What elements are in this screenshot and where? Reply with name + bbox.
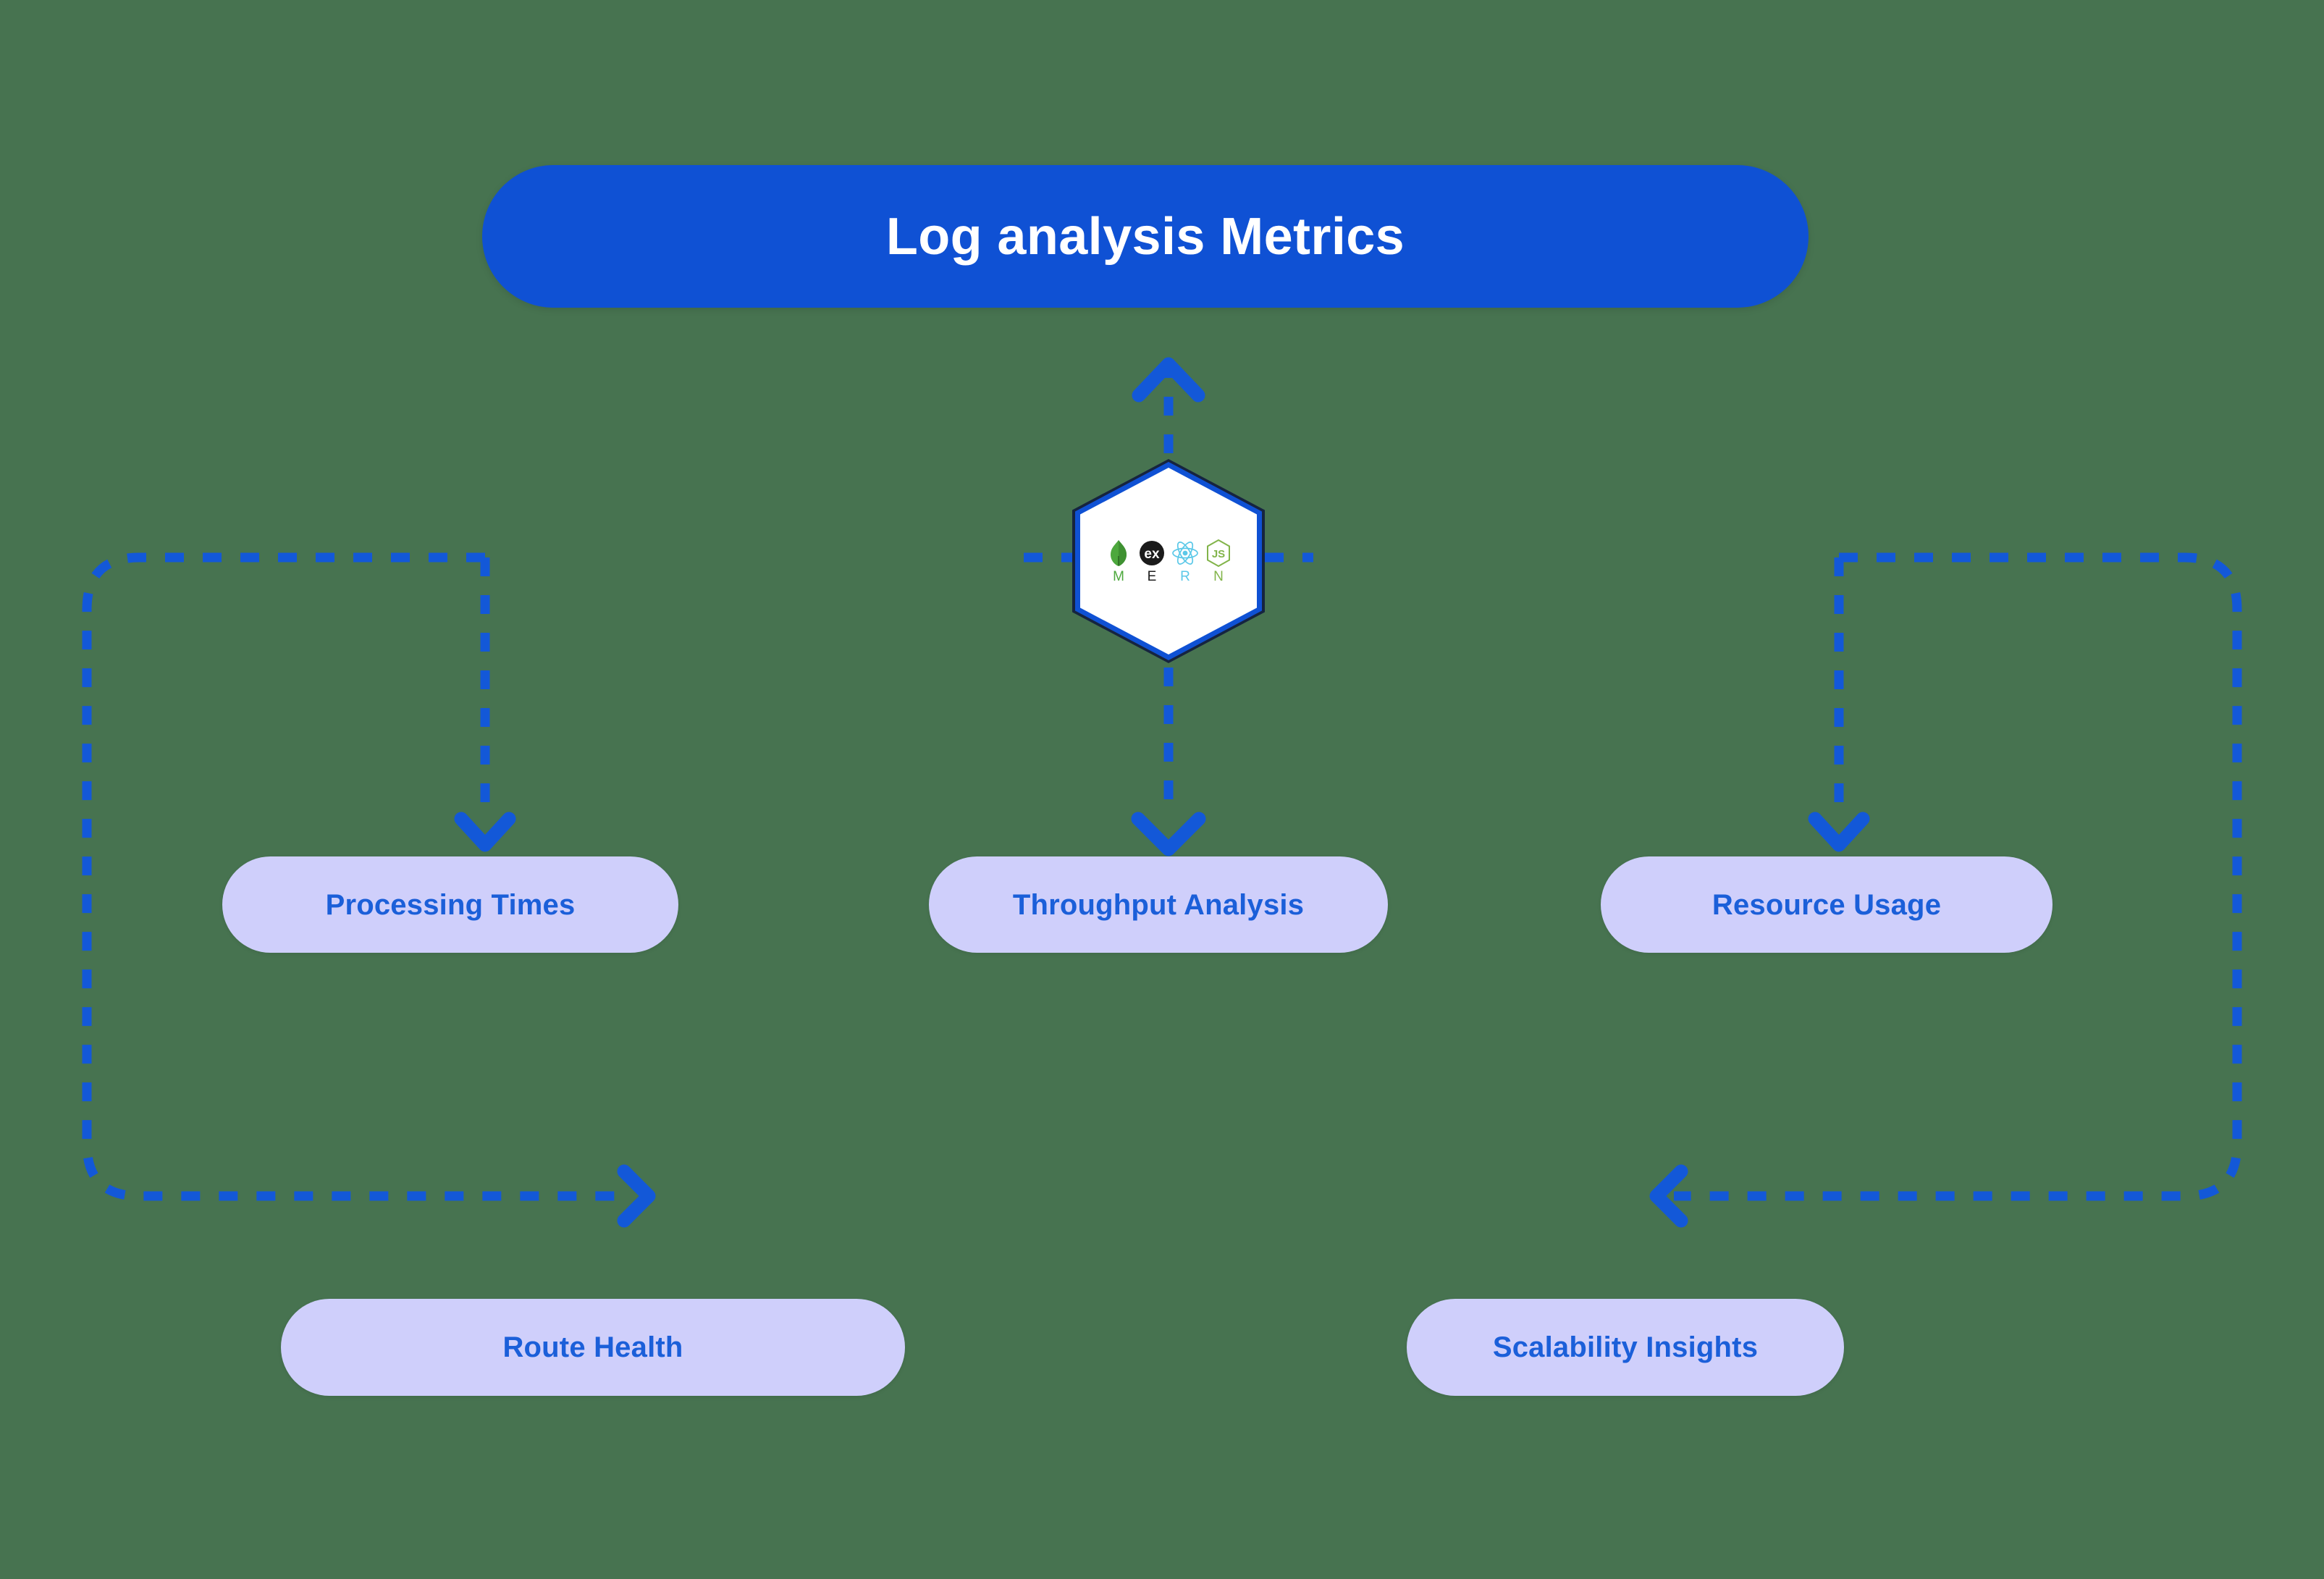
- mern-logo: ex: [1072, 459, 1265, 663]
- node-resource-usage[interactable]: Resource Usage: [1601, 856, 2053, 953]
- arrowhead-right-route-health: [617, 1164, 656, 1228]
- node-label-throughput-analysis: Throughput Analysis: [1012, 888, 1305, 921]
- arrowhead-down-processing: [454, 812, 516, 852]
- mern-letter-m: M: [1113, 569, 1124, 584]
- node-throughput-analysis[interactable]: Throughput Analysis: [929, 856, 1388, 953]
- node-scalability-insights[interactable]: Scalability Insights: [1407, 1299, 1844, 1396]
- node-label-route-health: Route Health: [502, 1331, 683, 1363]
- arrowhead-down-throughput: [1131, 812, 1206, 856]
- express-ex-icon: ex: [1137, 539, 1166, 568]
- mern-letter-n: N: [1213, 569, 1224, 584]
- nodejs-js-icon: JS: [1204, 539, 1233, 568]
- mongodb-leaf-icon: [1104, 539, 1133, 568]
- svg-text:JS: JS: [1212, 548, 1225, 560]
- mern-letter-e: E: [1147, 569, 1157, 584]
- page-title-banner: Log analysis Metrics: [482, 165, 1809, 308]
- mern-icon-row: ex: [1104, 539, 1233, 568]
- node-label-scalability-insights: Scalability Insights: [1492, 1331, 1759, 1363]
- mern-letter-r: R: [1180, 569, 1190, 584]
- react-atom-icon: [1171, 539, 1200, 568]
- arrowhead-down-resource: [1808, 812, 1870, 852]
- page-title: Log analysis Metrics: [885, 207, 1405, 266]
- svg-text:ex: ex: [1144, 547, 1160, 562]
- node-processing-times[interactable]: Processing Times: [222, 856, 678, 953]
- node-route-health[interactable]: Route Health: [281, 1299, 905, 1396]
- mern-letter-row: M E R N: [1104, 570, 1233, 584]
- node-label-resource-usage: Resource Usage: [1712, 888, 1942, 921]
- mern-hexagon-node[interactable]: ex: [1072, 459, 1265, 663]
- arrowhead-up-header: [1132, 357, 1205, 403]
- node-label-processing-times: Processing Times: [325, 888, 576, 921]
- arrowhead-left-scalability: [1649, 1164, 1688, 1228]
